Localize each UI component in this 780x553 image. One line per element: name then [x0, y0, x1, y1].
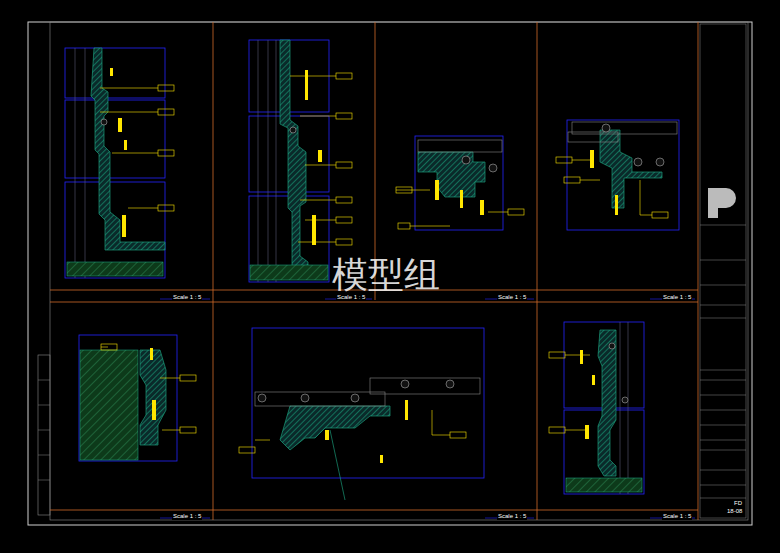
scale-label: Scale 1 : 5: [497, 513, 527, 520]
scale-label: Scale 1 : 5: [172, 294, 202, 301]
sheet-number: 18-08: [727, 508, 742, 515]
scale-label: Scale 1 : 5: [497, 294, 527, 301]
scale-label: Scale 1 : 5: [336, 294, 366, 301]
sheet-code: FD: [734, 500, 742, 507]
scale-label: Scale 1 : 5: [662, 294, 692, 301]
watermark: 模型组: [332, 255, 440, 295]
scale-label: Scale 1 : 5: [172, 513, 202, 520]
scale-label: Scale 1 : 5: [662, 513, 692, 520]
